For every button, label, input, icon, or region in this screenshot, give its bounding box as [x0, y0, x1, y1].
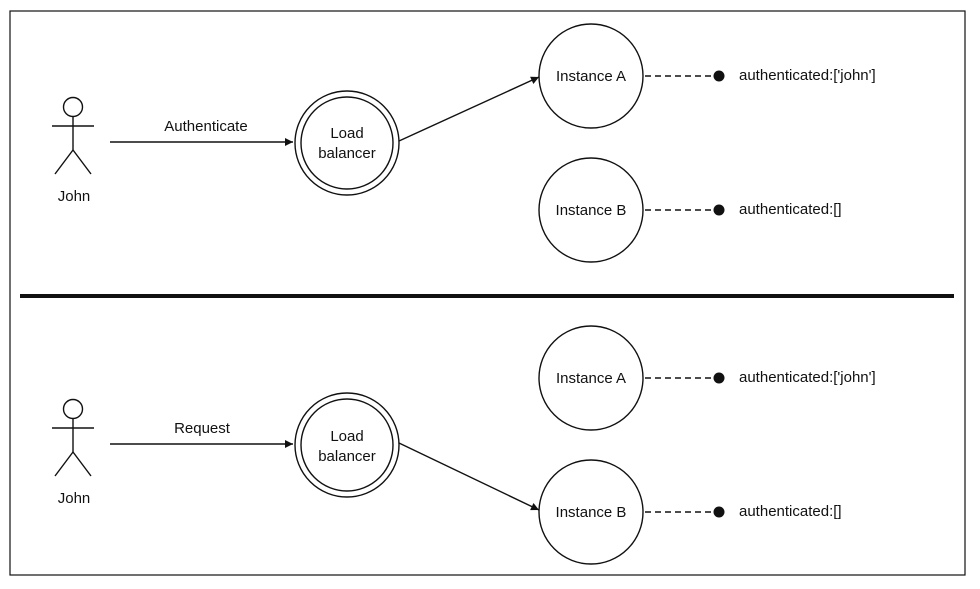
instance-b-node: Instance B authenticated:[]: [538, 459, 842, 565]
panel-request: John Request Load balancer Instance A au…: [52, 325, 876, 565]
load-balancer-label-line2: balancer: [318, 448, 376, 465]
load-balancer-node: Load balancer: [294, 392, 400, 498]
route-arrow-to-instance-a: [398, 76, 540, 142]
load-balancer-label-line1: Load: [330, 428, 363, 445]
stick-figure-icon: [52, 398, 94, 477]
instance-state: authenticated:[]: [739, 201, 842, 218]
actor-label: John: [58, 188, 91, 205]
actor-label: John: [58, 490, 91, 507]
actor-john: John: [52, 96, 94, 205]
actor-john: John: [52, 398, 94, 507]
edge-label: Request: [174, 420, 231, 437]
instance-label: Instance B: [556, 504, 627, 521]
instance-a-node: Instance A authenticated:['john']: [538, 23, 876, 129]
panel-authenticate: John Authenticate Load balancer Instance…: [52, 23, 876, 263]
instance-label: Instance A: [556, 68, 626, 85]
instance-label: Instance B: [556, 202, 627, 219]
load-balancer-node: Load balancer: [294, 90, 400, 196]
state-dot: [713, 70, 725, 82]
instance-a-node: Instance A authenticated:['john']: [538, 325, 876, 431]
instance-label: Instance A: [556, 370, 626, 387]
state-dot: [713, 506, 725, 518]
load-balancer-label-line1: Load: [330, 125, 363, 142]
request-arrow: Request: [110, 420, 293, 448]
state-dot: [713, 372, 725, 384]
stick-figure-icon: [52, 96, 94, 175]
state-dot: [713, 204, 725, 216]
route-arrow-to-instance-b: [398, 442, 540, 511]
diagram-frame: [9, 10, 966, 576]
instance-b-node: Instance B authenticated:[]: [538, 157, 842, 263]
load-balancer-label-line2: balancer: [318, 145, 376, 162]
instance-state: authenticated:['john']: [739, 67, 876, 84]
instance-state: authenticated:['john']: [739, 369, 876, 386]
instance-state: authenticated:[]: [739, 503, 842, 520]
authenticate-arrow: Authenticate: [110, 118, 293, 146]
edge-label: Authenticate: [164, 118, 247, 135]
